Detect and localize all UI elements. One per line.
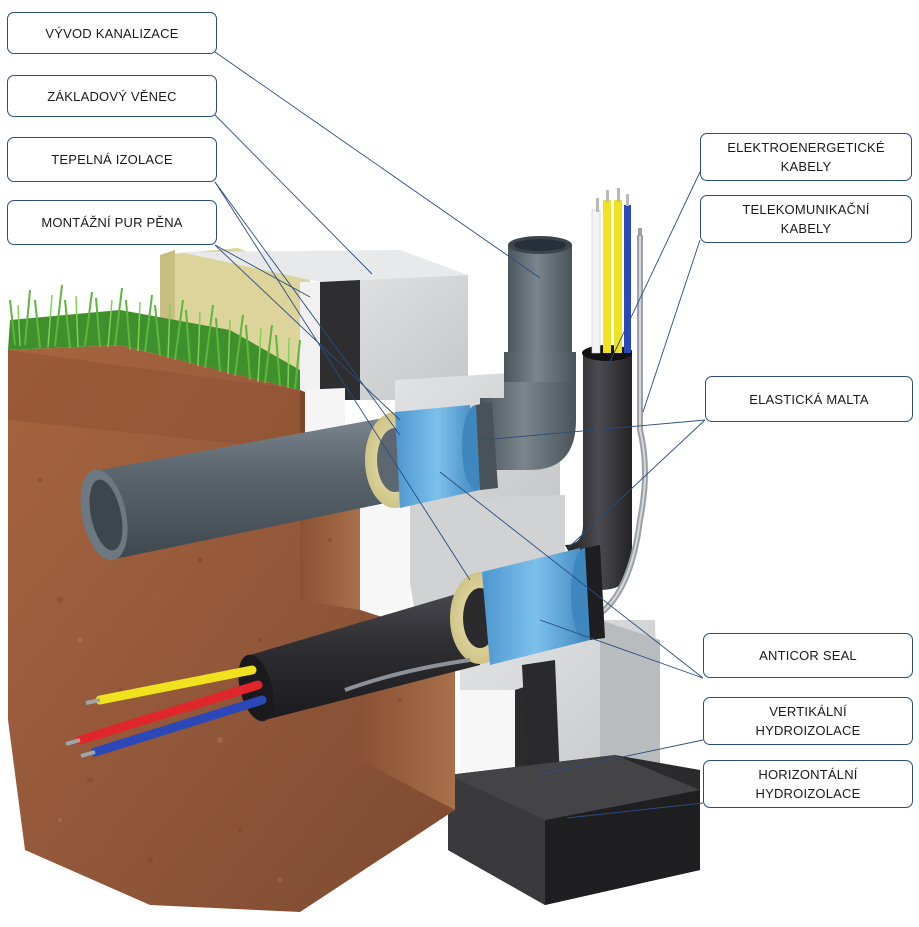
label-vertikalni-hydroizolace: VERTIKÁLNÍ HYDROIZOLACE: [703, 697, 913, 745]
label-text: TEPELNÁ IZOLACE: [51, 152, 173, 167]
label-text-line-1: VERTIKÁLNÍ: [769, 704, 847, 719]
label-anticor-seal: ANTICOR SEAL: [703, 633, 913, 678]
label-montazni-pur-pena: MONTÁŽNÍ PUR PĚNA: [7, 200, 217, 245]
label-text-line-1: ELEKTROENERGETICKÉ: [727, 140, 885, 155]
label-elektroenergeticke-kabely: ELEKTROENERGETICKÉ KABELY: [700, 133, 912, 181]
label-text-line-2: HYDROIZOLACE: [755, 786, 861, 801]
label-elasticka-malta: ELASTICKÁ MALTA: [705, 376, 913, 422]
label-text-line-1: HORIZONTÁLNÍ: [758, 767, 858, 782]
label-text: VÝVOD KANALIZACE: [45, 25, 179, 41]
label-text: ANTICOR SEAL: [759, 648, 857, 663]
lower-pipe-seal: [450, 545, 605, 665]
vertical-waterproofing: [522, 660, 560, 785]
label-text: ZÁKLADOVÝ VĚNEC: [47, 88, 177, 104]
label-horizontalni-hydroizolace: HORIZONTÁLNÍ HYDROIZOLACE: [703, 760, 913, 808]
label-text-line-2: KABELY: [780, 221, 832, 236]
horizontal-waterproofing: [448, 755, 700, 905]
foundation-ring-beam: [180, 250, 468, 400]
label-tepelna-izolace: TEPELNÁ IZOLACE: [7, 137, 217, 182]
label-telekomunikacni-kabely: TELEKOMUNIKAČNÍ KABELY: [700, 195, 912, 243]
label-text-line-1: TELEKOMUNIKAČNÍ: [742, 202, 870, 217]
conduit-cables-top: [591, 188, 631, 354]
grass-layer: [8, 284, 301, 390]
leader-lines: [214, 51, 706, 819]
label-text-line-2: KABELY: [780, 159, 832, 174]
sewer-pipe-vertical: [480, 236, 576, 470]
telecom-cable: [588, 228, 648, 623]
label-text: ELASTICKÁ MALTA: [749, 391, 869, 407]
label-text-line-2: HYDROIZOLACE: [755, 723, 861, 738]
label-text: MONTÁŽNÍ PUR PĚNA: [41, 215, 183, 230]
upper-pipe-seal: [365, 402, 498, 508]
label-zakladovy-venec: ZÁKLADOVÝ VĚNEC: [7, 75, 217, 117]
label-vyvod-kanalizace: VÝVOD KANALIZACE: [7, 12, 217, 54]
front-cables: [65, 658, 471, 758]
sewer-pipe-horizontal: [80, 415, 400, 561]
